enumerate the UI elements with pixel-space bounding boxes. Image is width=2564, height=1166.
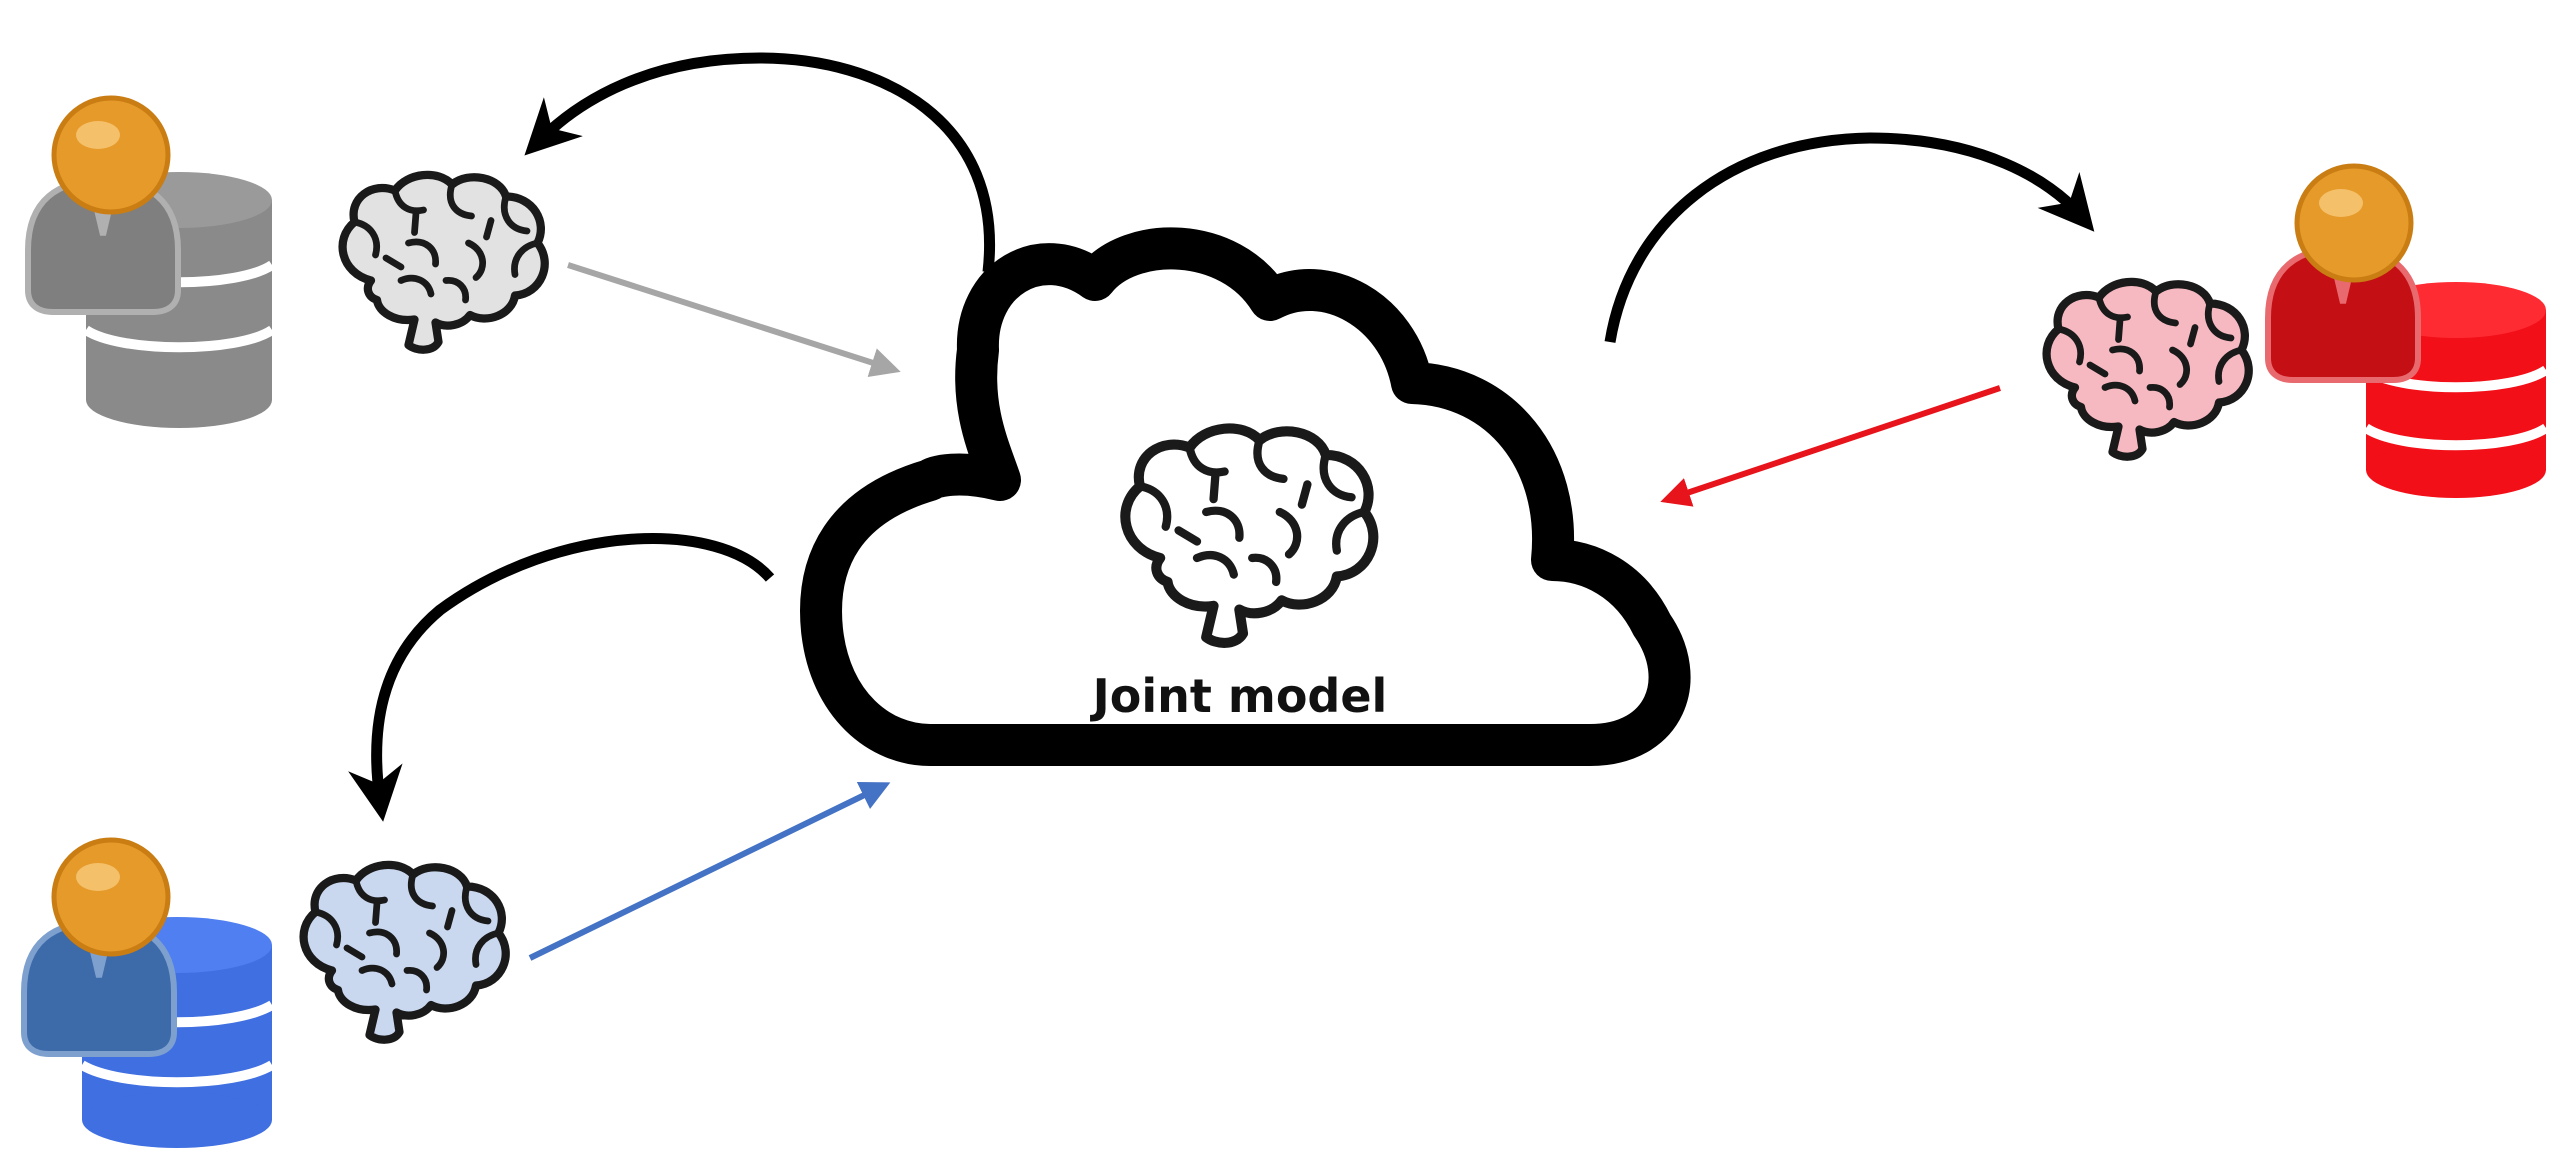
brain-icon (2047, 282, 2249, 457)
client-gray (28, 95, 545, 428)
cloud-server: Joint model (800, 227, 1691, 766)
cloud-label: Joint model (1090, 669, 1388, 723)
client-red (2047, 163, 2549, 498)
brain-icon (343, 175, 545, 350)
user-icon (2268, 163, 2418, 380)
upload-arrow-red (1660, 385, 2001, 507)
client-blue (24, 837, 506, 1148)
download-arrow-red (1604, 132, 2095, 343)
brain-icon (304, 865, 506, 1040)
upload-arrow-blue (528, 782, 891, 961)
download-arrow-blue (348, 533, 775, 822)
user-icon (28, 95, 178, 312)
upload-arrow-gray (567, 262, 901, 377)
download-arrow-gray (524, 52, 995, 273)
user-icon (24, 837, 174, 1054)
